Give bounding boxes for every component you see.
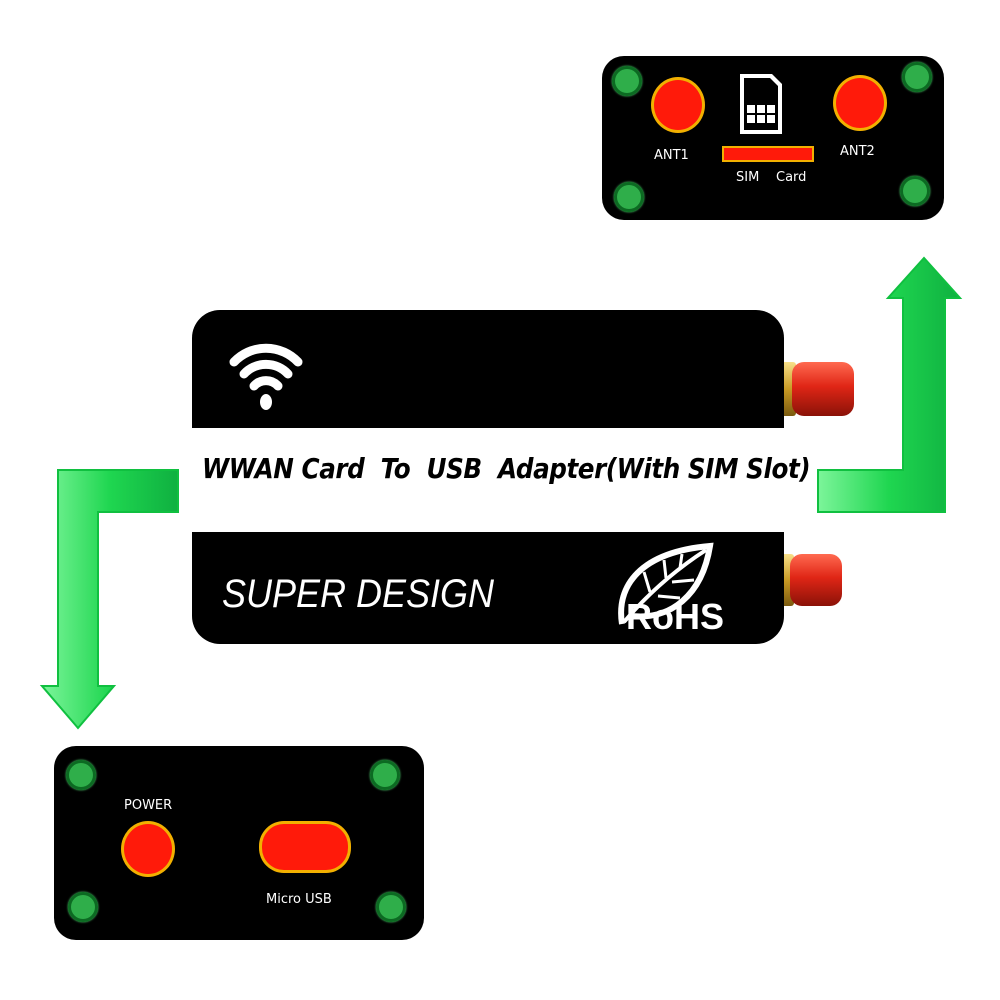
mounting-hole-icon	[900, 176, 930, 206]
slogan: SUPER DESIGN	[222, 572, 495, 616]
mounting-hole-icon	[612, 66, 642, 96]
adapter-label-band	[192, 428, 784, 532]
arrow-to-power-panel	[39, 469, 179, 730]
mounting-hole-icon	[902, 62, 932, 92]
ant2-connector	[836, 78, 884, 128]
power-usb-panel: POWER Micro USB	[54, 746, 424, 940]
ant1-label: ANT1	[654, 148, 689, 163]
ant2-label: ANT2	[840, 144, 875, 159]
antenna-sim-panel: ANT1 ANT2 SIM Card	[602, 56, 944, 220]
ant1-connector	[654, 80, 702, 130]
adapter-body: WWAN Card To USB Adapter(With SIM Slot) …	[192, 310, 811, 644]
mounting-hole-icon	[614, 182, 644, 212]
sim-card-icon	[740, 74, 782, 134]
card-label: Card	[776, 170, 807, 185]
mounting-hole-icon	[376, 892, 406, 922]
power-label: POWER	[124, 798, 173, 813]
mounting-hole-icon	[66, 760, 96, 790]
leaf-icon	[618, 542, 714, 625]
mounting-hole-icon	[370, 760, 400, 790]
power-led	[124, 824, 172, 874]
adapter-title: WWAN Card To USB Adapter(With SIM Slot)	[202, 452, 811, 485]
mounting-hole-icon	[68, 892, 98, 922]
rohs-label: RoHS	[626, 596, 724, 637]
micro-usb-label: Micro USB	[266, 892, 332, 907]
arrow-to-antenna-panel	[817, 256, 963, 513]
sim-label: SIM	[736, 170, 760, 185]
adapter-top-half	[192, 310, 784, 428]
sim-slot	[724, 148, 812, 160]
micro-usb-port	[262, 824, 348, 870]
wifi-icon	[229, 343, 303, 410]
